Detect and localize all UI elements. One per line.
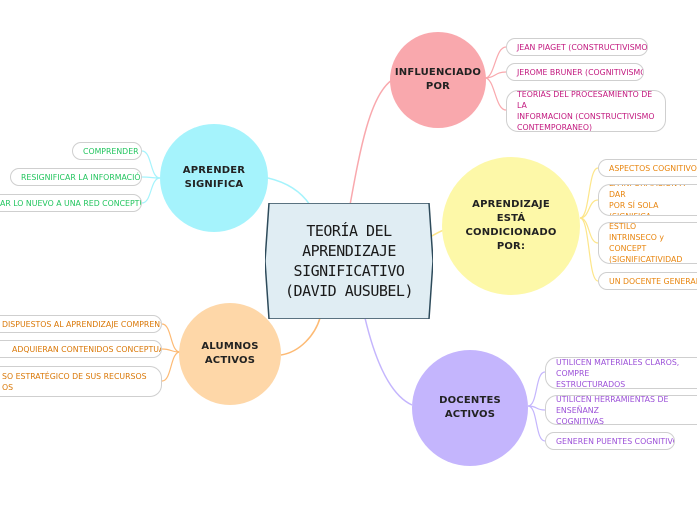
leaf-herramientas[interactable]: UTILICEN HERRAMIENTAS DE ENSEÑANZ COGNIT… [545,395,697,425]
leaf-piaget[interactable]: JEAN PIAGET (CONSTRUCTIVISMO) [506,38,648,56]
link-central-docentes [364,317,413,406]
central-shape [265,203,433,319]
leaf-materiales[interactable]: UTILICEN MATERIALES CLAROS, COMPRE ESTRU… [545,357,697,389]
leaf-red-conceptual[interactable]: AR LO NUEVO A UNA RED CONCEPTUAL [0,194,142,212]
leaf-bruner[interactable]: JEROME BRUNER (COGNITIVISMO) [506,63,644,81]
node-influenciado[interactable]: INFLUENCIADO POR [390,32,486,128]
leaf-comprender[interactable]: COMPRENDER [72,142,142,160]
node-influenciado-label: INFLUENCIADO POR [394,67,482,92]
leaf-procesamiento[interactable]: TEORIAS DEL PROCESAMIENTO DE LA INFORMAC… [506,90,666,132]
leaf-dispuestos[interactable]: DISPUESTOS AL APRENDIZAJE COMPRENSIVO [0,315,162,333]
leaf-informacion[interactable]: LA INFORMACIÓN A DAR POR SÍ SOLA (SIGNIF… [598,184,697,216]
node-condicionado[interactable]: APRENDIZAJE ESTÁ CONDICIONADO POR: [442,157,580,295]
node-docentes[interactable]: DOCENTES ACTIVOS [412,350,528,466]
node-condicionado-label: APRENDIZAJE ESTÁ CONDICIONADO POR: [465,199,557,252]
leaf-estrategico[interactable]: SO ESTRATÉGICO DE SUS RECURSOS OS [0,366,162,397]
central-title: TEORÍA DEL APRENDIZAJE SIGNIFICATIVO (DA… [285,222,413,300]
link-central-influenciado [349,79,393,206]
leaf-resignificar[interactable]: RESIGNIFICAR LA INFORMACIÓN [10,168,142,186]
leaf-puentes[interactable]: GENEREN PUENTES COGNITIVOS [545,432,675,450]
node-aprender[interactable]: APRENDER SIGNIFICA [160,124,268,232]
leaf-cognitivos[interactable]: ASPECTOS COGNITIVOS-AF [598,159,697,177]
node-alumnos-label: ALUMNOS ACTIVOS [201,341,259,366]
node-alumnos[interactable]: ALUMNOS ACTIVOS [179,303,281,405]
leaf-adquieran[interactable]: ADQUIERAN CONTENIDOS CONCEPTUALES [0,340,162,358]
central-topic[interactable]: TEORÍA DEL APRENDIZAJE SIGNIFICATIVO (DA… [265,203,433,319]
node-docentes-label: DOCENTES ACTIVOS [439,395,501,420]
link-central-aprender [267,177,311,206]
leaf-alumno-estilo[interactable]: UN ALUMNO CON ESTILO INTRINSECO y CONCEP… [598,222,697,264]
node-aprender-label: APRENDER SIGNIFICA [182,165,246,190]
leaf-docente-generador[interactable]: UN DOCENTE GENERADOR [598,272,697,290]
link-central-alumnos [280,317,321,356]
